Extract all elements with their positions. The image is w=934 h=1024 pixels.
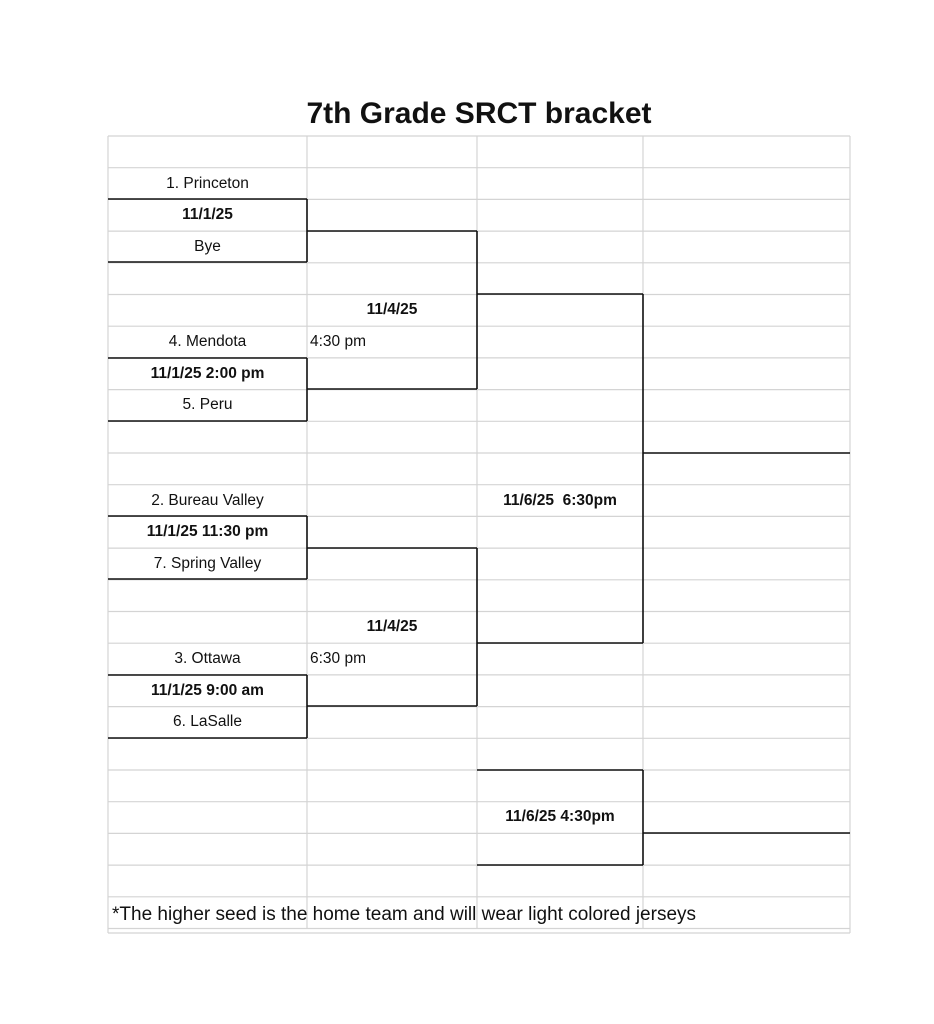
semifinal1-time: 4:30 pm xyxy=(310,333,367,350)
team-peru: 5. Peru xyxy=(182,396,233,413)
page-title: 7th Grade SRCT bracket xyxy=(306,97,652,130)
semifinal2-date: 11/4/25 xyxy=(366,618,418,635)
semifinal1-date: 11/4/25 xyxy=(366,301,418,318)
championship-date: 11/6/25 6:30pm xyxy=(503,491,617,509)
game3-date: 11/1/25 11:30 pm xyxy=(146,523,269,540)
team-bureau-valley: 2. Bureau Valley xyxy=(151,491,264,509)
team-princeton: 1. Princeton xyxy=(166,174,249,192)
game4-date: 11/1/25 9:00 am xyxy=(151,681,264,699)
team-bye: Bye xyxy=(194,237,221,255)
home-team-note: *The higher seed is the home team and wi… xyxy=(112,904,697,925)
team-ottawa: 3. Ottawa xyxy=(174,650,241,667)
semifinal2-time: 6:30 pm xyxy=(310,650,367,667)
team-spring-valley: 7. Spring Valley xyxy=(153,554,262,572)
game2-date: 11/1/25 2:00 pm xyxy=(150,364,265,382)
team-mendota: 4. Mendota xyxy=(168,333,247,350)
team-lasalle: 6. LaSalle xyxy=(173,713,242,730)
consolation-date: 11/6/25 4:30pm xyxy=(505,808,615,825)
game1-date: 11/1/25 xyxy=(182,206,233,223)
